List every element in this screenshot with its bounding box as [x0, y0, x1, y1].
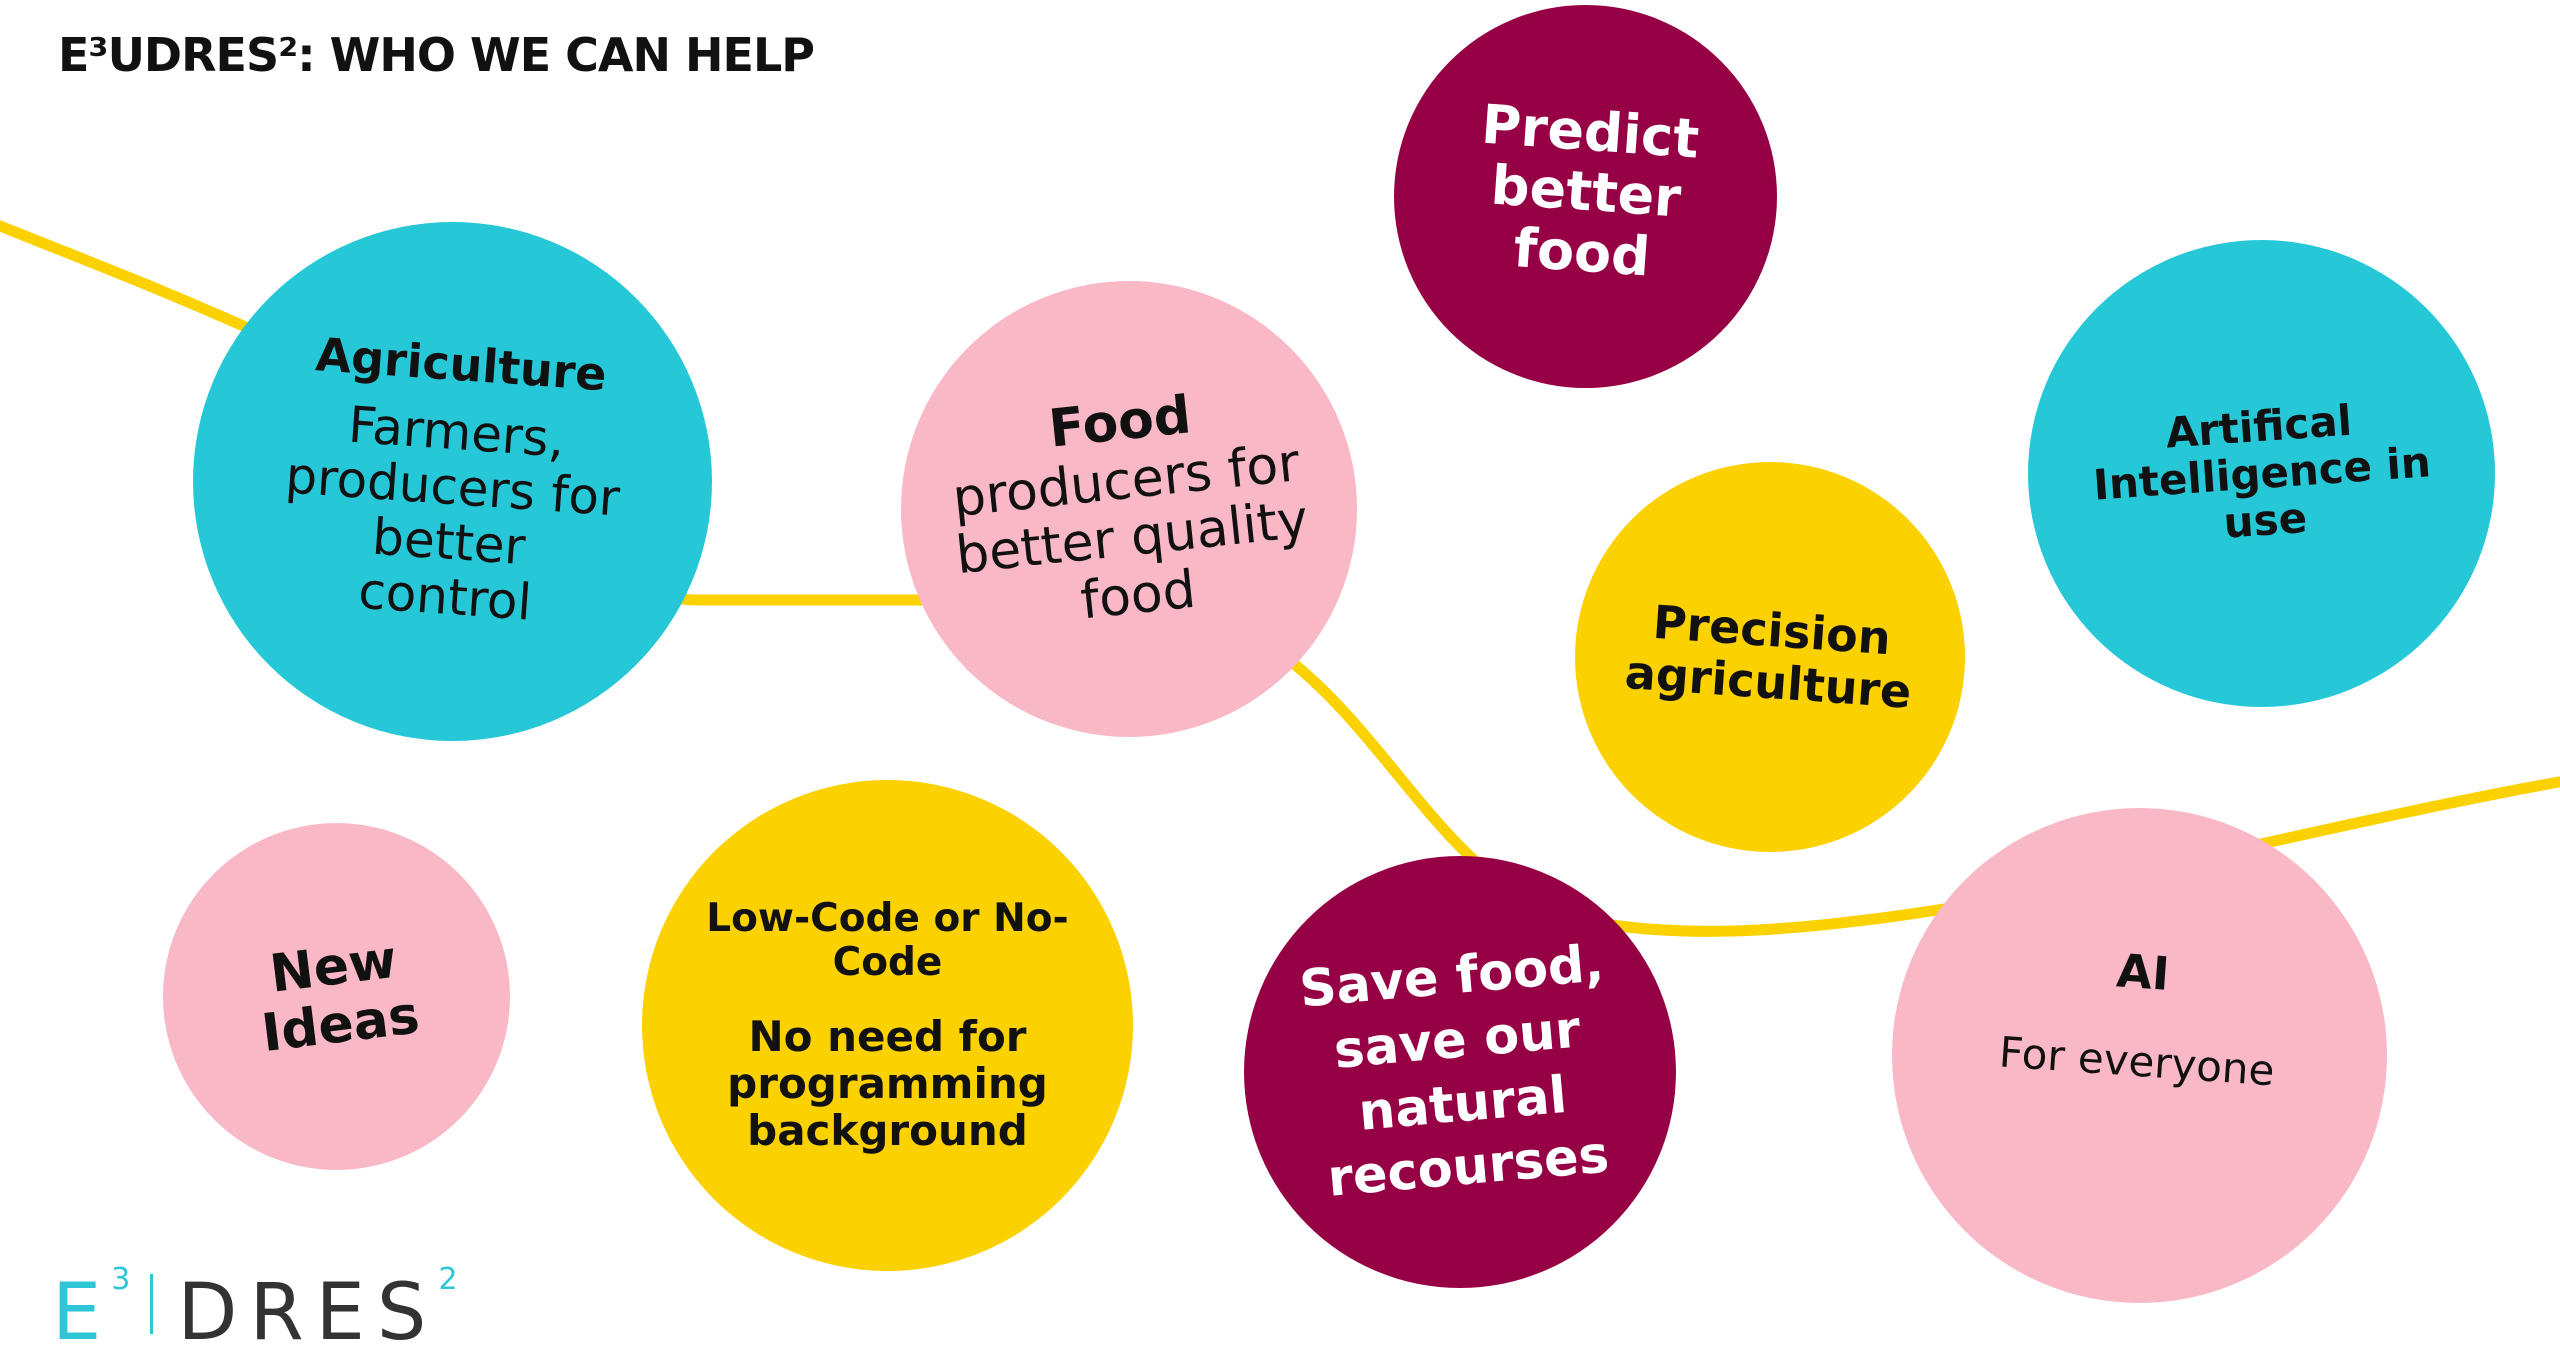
bubble-save-food: Save food, save our natural recourses: [1244, 856, 1676, 1288]
bubble-food-body: producers for better quality food: [949, 433, 1312, 632]
bubble-predict-title: Predict better food: [1478, 92, 1701, 289]
bubble-precision-title: Precision agriculture: [1623, 595, 1914, 719]
logo-divider: [150, 1274, 154, 1334]
bubble-ai: AI For everyone: [1892, 808, 2387, 1303]
bubble-agriculture-title: Agriculture: [313, 326, 608, 402]
bubble-low-code-title: Low-Code or No-Code: [706, 896, 1069, 985]
page-title: E³UDRES²: WHO WE CAN HELP: [58, 28, 815, 82]
bubble-low-code-body: No need for programming background: [727, 1011, 1048, 1155]
logo-sup-3: 3: [111, 1262, 141, 1297]
bubble-food: Food producers for better quality food: [901, 281, 1357, 737]
bubble-agriculture-body: Farmers, producers for better control: [283, 394, 622, 631]
bubble-low-code: Low-Code or No-Code No need for programm…: [642, 780, 1133, 1271]
bubble-ai-body: For everyone: [1997, 1026, 2276, 1095]
bubble-new-ideas: New Ideas: [163, 823, 510, 1170]
bubble-save-food-title: Save food, save our natural recourses: [1297, 933, 1612, 1209]
e3udres2-logo: E3 DRES2: [52, 1262, 468, 1358]
logo-sup-2: 2: [438, 1262, 468, 1297]
bubble-ai-in-use-title: Artifical Intelligence in use: [2091, 395, 2432, 548]
slide: E³UDRES²: WHO WE CAN HELP Agriculture Fa…: [0, 5, 2560, 1358]
bubble-agriculture: Agriculture Farmers, producers for bette…: [193, 222, 712, 741]
bubble-ai-title: AI: [2114, 942, 2171, 1001]
bubble-precision: Precision agriculture: [1575, 462, 1965, 852]
bubble-predict: Predict better food: [1394, 5, 1777, 388]
logo-e: E: [52, 1268, 112, 1358]
logo-dres: DRES: [177, 1268, 439, 1358]
bubble-new-ideas-title: New Ideas: [258, 929, 423, 1065]
bubble-ai-in-use: Artifical Intelligence in use: [2028, 240, 2495, 707]
